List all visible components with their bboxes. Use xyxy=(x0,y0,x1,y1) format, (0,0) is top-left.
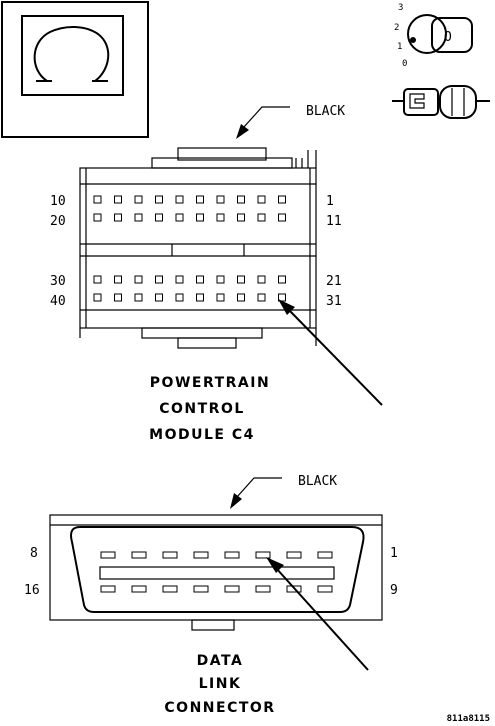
dlc-title-line-3: CONNECTOR xyxy=(164,700,275,716)
pcm-pin-cavity xyxy=(257,275,266,284)
pcm-pin-cavity xyxy=(237,275,245,284)
figure-id: 811a8115 xyxy=(447,714,490,724)
pcm-pin-cavity xyxy=(93,293,102,302)
pcm-pin-cavity xyxy=(237,213,245,222)
pcm-row1-left-label: 10 xyxy=(50,194,66,209)
pcm-pin-cavity xyxy=(278,275,286,284)
pcm-pin-cavity xyxy=(155,275,163,284)
dlc-row1-right-label: 1 xyxy=(390,546,398,561)
pcm-pin-cavity xyxy=(175,275,184,284)
dlc-pin-cavity xyxy=(224,551,240,559)
pcm-connector: BLACK 10 20 30 40 1 11 21 31 xyxy=(50,104,383,443)
pcm-pin-grid xyxy=(93,195,286,302)
pcm-pin-cavity xyxy=(216,213,225,222)
pcm-pin-cavity xyxy=(93,195,102,204)
dlc-title-line-2: LINK xyxy=(199,676,242,692)
pcm-title-line-1: POWERTRAIN xyxy=(150,375,270,391)
dlc-pin-cavity xyxy=(100,585,116,593)
dlc-title-line-1: DATA xyxy=(197,653,244,669)
dlc-pin-cavity xyxy=(100,551,116,559)
data-link-connector: BLACK 8 16 1 9 DATA LINK CONNECTOR xyxy=(24,474,398,716)
pcm-pin-cavity xyxy=(196,213,204,222)
dlc-pin-cavity xyxy=(131,585,147,593)
pcm-pin-cavity xyxy=(216,195,225,204)
pcm-pin-cavity xyxy=(93,275,102,284)
dlc-wire-color-label: BLACK xyxy=(298,474,337,489)
pcm-row3-right-label: 21 xyxy=(326,274,342,289)
ignition-key-icon: 3 2 1 0 O xyxy=(394,3,473,69)
key-position-0: 0 xyxy=(402,59,407,69)
dlc-pin-cavity xyxy=(317,585,333,593)
dlc-pin-cavity xyxy=(131,551,147,559)
pcm-pin-cavity xyxy=(216,275,225,284)
pcm-row4-left-label: 40 xyxy=(50,294,66,309)
pcm-row3-left-label: 30 xyxy=(50,274,66,289)
pcm-pin-cavity xyxy=(196,195,204,204)
pcm-pin-cavity xyxy=(237,293,245,302)
pcm-pin-cavity xyxy=(114,275,122,284)
pcm-row4-right-label: 31 xyxy=(326,294,342,309)
dlc-row2-left-label: 16 xyxy=(24,583,40,598)
dlc-pin-cavity xyxy=(162,585,178,593)
pcm-pin-cavity xyxy=(134,195,143,204)
pcm-pin-cavity xyxy=(175,293,184,302)
dlc-pin-cavity xyxy=(286,551,302,559)
pcm-pin-cavity xyxy=(257,293,266,302)
pcm-pin-cavity xyxy=(93,213,102,222)
pcm-pin-cavity xyxy=(257,213,266,222)
pcm-pin-cavity xyxy=(196,293,204,302)
pcm-pin-cavity xyxy=(196,275,204,284)
pcm-pin-cavity xyxy=(114,213,122,222)
dlc-row1-left-label: 8 xyxy=(30,546,38,561)
pcm-pin-cavity xyxy=(134,275,143,284)
pcm-row2-left-label: 20 xyxy=(50,214,66,229)
pcm-pin-cavity xyxy=(257,195,266,204)
pcm-pin-cavity xyxy=(278,213,286,222)
key-letter: O xyxy=(444,30,452,45)
dlc-pin-cavity xyxy=(255,551,271,559)
dlc-pin-cavity xyxy=(255,585,271,593)
key-position-2: 2 xyxy=(394,23,399,33)
pcm-pin-cavity xyxy=(114,293,122,302)
pcm-pin-cavity xyxy=(114,195,122,204)
pcm-pin-cavity xyxy=(155,213,163,222)
dlc-pin-cavity xyxy=(193,551,209,559)
pcm-row2-right-label: 11 xyxy=(326,214,342,229)
dlc-row2-right-label: 9 xyxy=(390,583,398,598)
pcm-title-line-2: CONTROL xyxy=(159,401,245,417)
key-position-3: 3 xyxy=(398,3,403,13)
dlc-pin-cavity xyxy=(162,551,178,559)
key-position-1: 1 xyxy=(397,42,402,52)
pcm-pin-cavity xyxy=(155,195,163,204)
ohmmeter-icon xyxy=(1,1,149,138)
pcm-pin-cavity xyxy=(134,293,143,302)
pcm-pin-cavity xyxy=(237,195,245,204)
dlc-pin-cavity xyxy=(317,551,333,559)
dlc-pin-grid xyxy=(100,551,333,593)
dlc-pin-cavity xyxy=(193,585,209,593)
pcm-title-line-3: MODULE C4 xyxy=(149,427,255,443)
pcm-wire-color-label: BLACK xyxy=(306,104,345,119)
pcm-pin-cavity xyxy=(175,213,184,222)
pcm-row1-right-label: 1 xyxy=(326,194,334,209)
pcm-pin-cavity xyxy=(175,195,184,204)
pcm-pin-cavity xyxy=(216,293,225,302)
pcm-pin-cavity xyxy=(155,293,163,302)
pcm-pin-cavity xyxy=(278,195,286,204)
pcm-pin-cavity xyxy=(134,213,143,222)
probe-connector-icon xyxy=(392,85,490,119)
dlc-pin-cavity xyxy=(224,585,240,593)
